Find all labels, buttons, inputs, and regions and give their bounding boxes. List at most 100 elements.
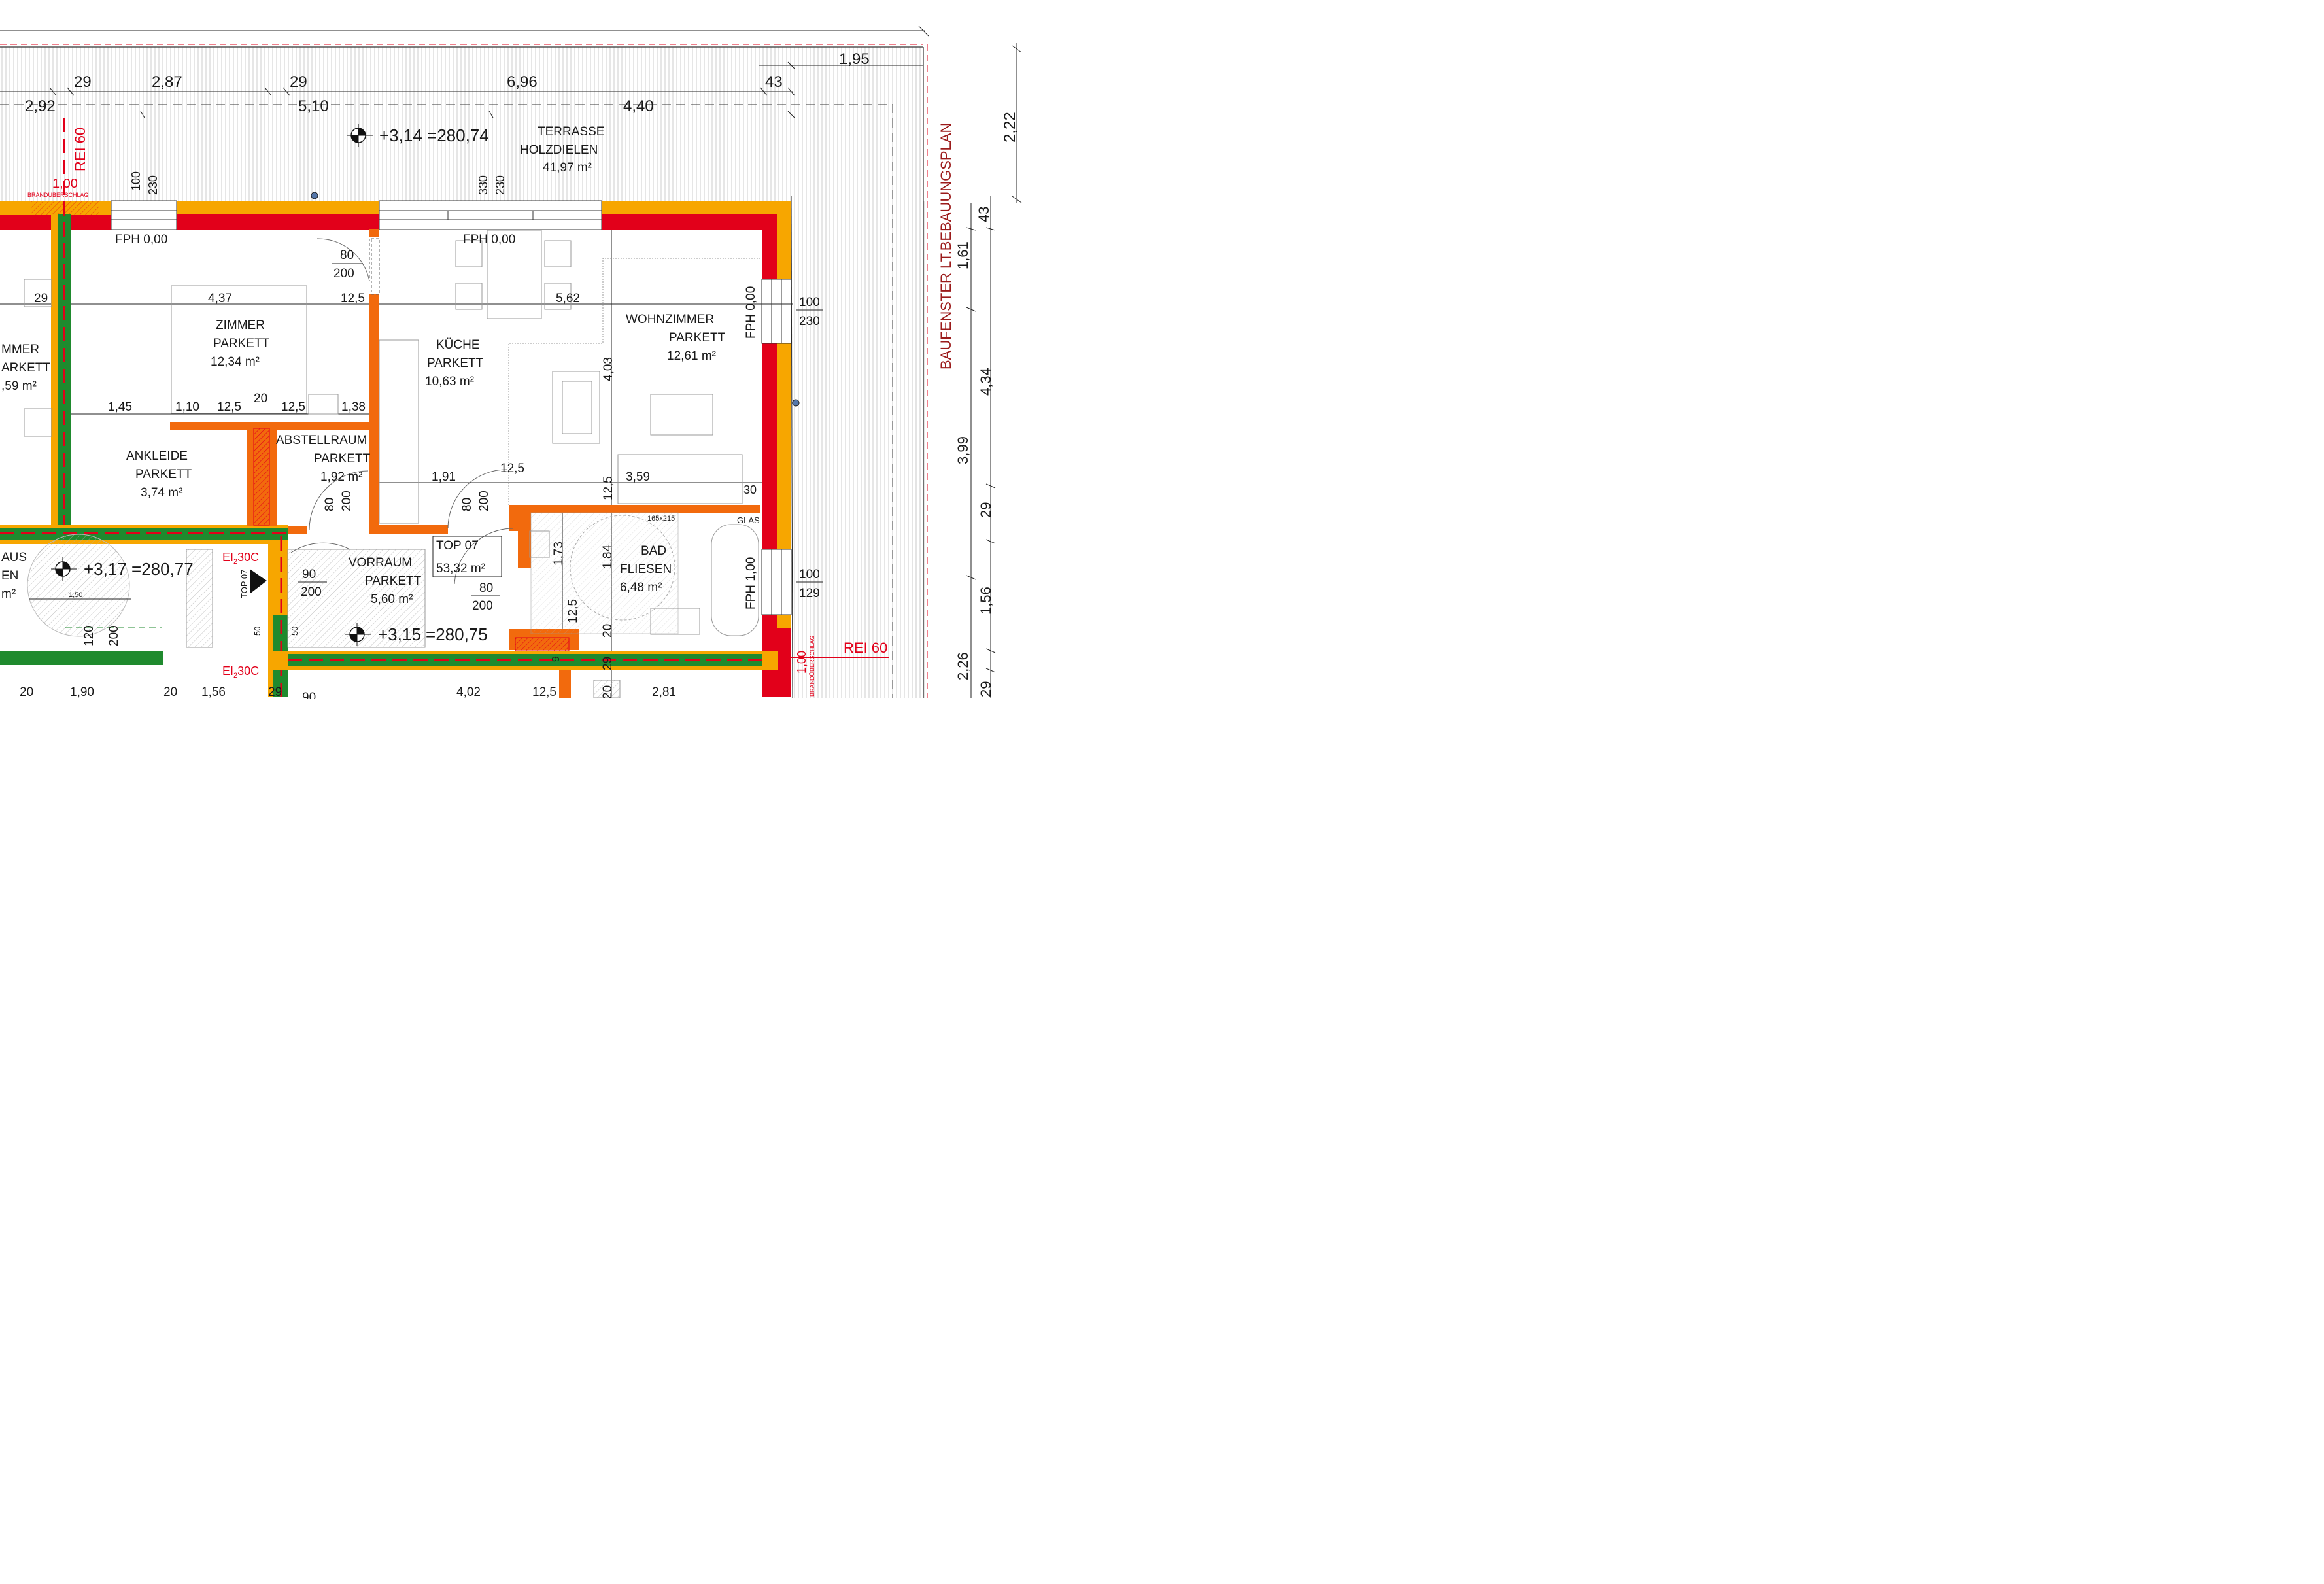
door-label: 80 (340, 249, 354, 262)
entry-arrow-icon (250, 569, 267, 594)
door-label: 200 (477, 491, 491, 511)
terrace-level: +3,14 =280,74 (379, 126, 489, 145)
dim-text: 12,5 (500, 462, 524, 475)
dim-text: 20 (601, 624, 615, 638)
door-label: 200 (333, 267, 354, 281)
door-label: 80 (460, 498, 474, 511)
dim-text: 1,61 (955, 241, 971, 269)
dim-text: 12,5 (341, 292, 365, 305)
dim-text: 29 (601, 657, 615, 670)
dim-text: 1,73 (552, 542, 566, 566)
dim-text: 2,81 (652, 685, 676, 699)
shaft-zimmer (253, 428, 270, 526)
dim-text: 4,34 (978, 368, 994, 396)
dim-text: 50 (252, 627, 262, 636)
drain-icon (792, 399, 800, 407)
dim-text: 5,62 (556, 292, 580, 305)
dim-text: 12,5 (532, 685, 556, 699)
window-label: 330 (477, 175, 490, 195)
shaft-bad (515, 637, 570, 651)
dim-text: 1,84 (601, 545, 615, 569)
stair-dia: 1,50 (69, 591, 82, 599)
dim-text: 20 (254, 392, 267, 405)
room-name: ABSTELLRAUM (276, 434, 367, 447)
stair-level: +3,17 =280,77 (84, 559, 194, 579)
level-marker-stair (51, 557, 77, 581)
door-label: 200 (472, 599, 493, 613)
unit-area: 53,32 m² (436, 562, 485, 576)
dim-text: 12,5 (281, 400, 305, 414)
dim-text: 20 (163, 685, 177, 699)
room-material: PARKETT (135, 468, 192, 481)
rei60-label: REI 60 (844, 640, 887, 656)
room-material: PARKETT (365, 574, 422, 588)
dim-text: 1,56 (978, 587, 994, 615)
dim-text: 1,10 (175, 400, 199, 414)
dim-text: 29 (268, 685, 282, 699)
room-area: 6,48 m² (620, 581, 662, 594)
room-area: 3,74 m² (141, 486, 182, 500)
room-material: FLIESEN (620, 562, 672, 576)
room-material: PARKETT (213, 337, 270, 351)
room-area: 5,60 m² (371, 593, 413, 606)
room-area: ,59 m² (1, 379, 37, 393)
room-material: PARKETT (669, 331, 726, 345)
dim-text: 20 (20, 685, 33, 699)
brand-width: 1,00 (795, 651, 808, 674)
dim-text: 29 (978, 681, 994, 697)
vorraum-level: +3,15 =280,75 (378, 625, 488, 644)
dim-text: 1,45 (108, 400, 132, 414)
interior-walls (170, 294, 760, 698)
room-area: 12,34 m² (211, 355, 260, 369)
dim-text: 4,03 (602, 357, 615, 381)
brand-label: BRANDÜBERSCHLAG (809, 635, 815, 697)
dim-text: 29 (978, 502, 994, 518)
window-label: 129 (799, 587, 820, 600)
dim-text: 4,02 (456, 685, 481, 699)
shower-size: 165x215 (647, 515, 675, 523)
door-label: 200 (107, 625, 121, 646)
fph-label: FPH 0,00 (463, 233, 515, 247)
room-material: ARKETT (1, 361, 50, 375)
dim-text: 4,37 (208, 292, 232, 305)
room-material: EN (1, 569, 18, 583)
brand-width: 1,00 (52, 177, 78, 191)
terrace-name: TERRASSE (538, 125, 604, 139)
dim-text: 1,56 (201, 685, 226, 699)
dim-text: 4,40 (623, 97, 654, 115)
dim-text: 2,92 (25, 97, 56, 115)
dim-text: 2,87 (152, 73, 182, 91)
window-label: 230 (494, 175, 507, 195)
dim-text: 50 (290, 627, 299, 636)
door-swings (65, 238, 514, 628)
window-label: 230 (146, 175, 160, 195)
dim-text: 3,59 (626, 470, 650, 484)
window-label: 100 (799, 568, 820, 581)
room-material: PARKETT (314, 452, 371, 466)
dim-text: 3,99 (955, 436, 971, 464)
dim-text: 1,91 (432, 470, 456, 484)
top-unit-box (432, 536, 502, 577)
door-label: 80 (323, 498, 337, 511)
terrace-material: HOLZDIELEN (520, 143, 598, 157)
dim-text: 43 (976, 207, 992, 222)
dim-text: 90 (302, 691, 316, 699)
fire-walls (0, 118, 889, 698)
floor-plan: 1,95 29 2,87 29 6,96 43 2,92 5,10 4,40 +… (0, 26, 1022, 699)
room-material: PARKETT (427, 356, 484, 370)
brand-label: BRANDÜBERSCHLAG (27, 192, 89, 198)
room-area: 12,61 m² (667, 349, 716, 363)
room-area: m² (1, 587, 16, 601)
dim-text: 29 (34, 292, 48, 305)
fire-door-label: EI230C (222, 664, 259, 680)
unit-name: TOP 07 (436, 539, 479, 553)
dim-text: 6,96 (507, 73, 538, 91)
door-label: 200 (301, 585, 322, 599)
fire-door-label: EI230C (222, 551, 259, 566)
windows (111, 200, 792, 615)
dim-text: 20 (601, 685, 615, 699)
room-name: WOHNZIMMER (626, 313, 714, 326)
room-name: MMER (1, 343, 39, 356)
dim-text: 12,5 (566, 599, 580, 623)
room-area: 10,63 m² (425, 375, 474, 388)
